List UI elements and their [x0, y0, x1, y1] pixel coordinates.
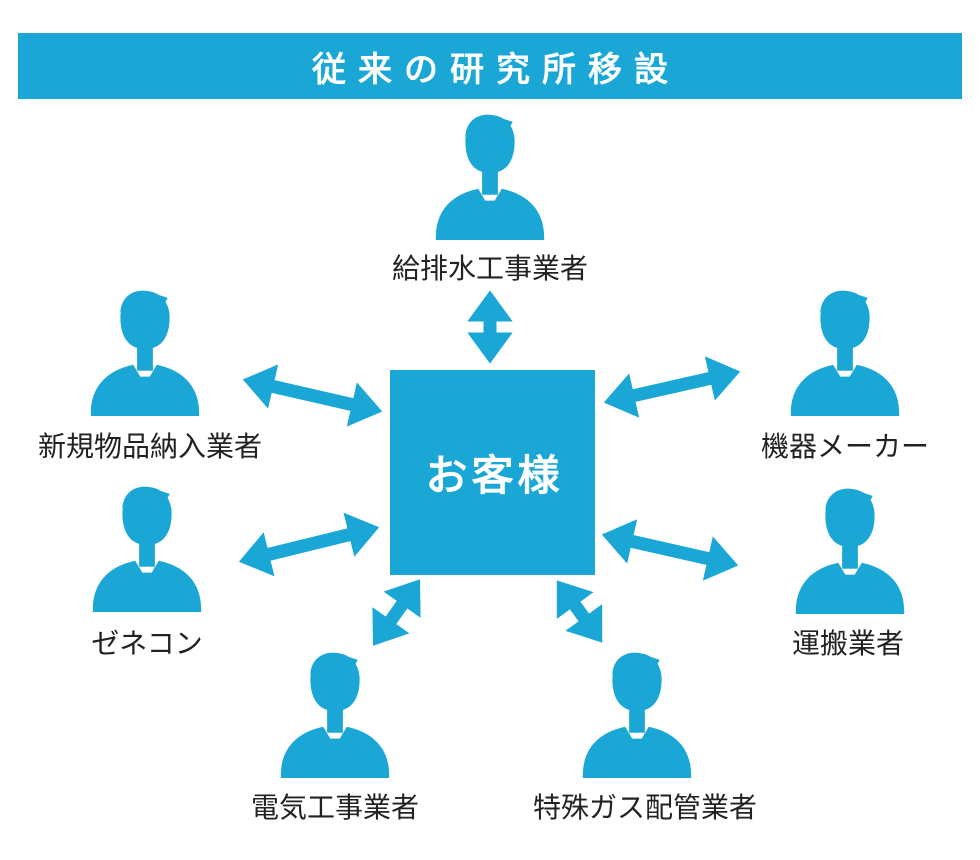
node-special-gas-piping-contractor [577, 650, 697, 778]
title-banner: 従来の研究所移設 [18, 33, 962, 99]
person-icon [87, 484, 207, 612]
arrow-lower-right [601, 519, 739, 581]
label-transport-company: 運搬業者 [791, 628, 905, 659]
person-icon [577, 650, 697, 778]
arrow-upper-left [242, 364, 383, 427]
node-plumbing-contractor [430, 112, 550, 240]
label-general-contractor: ゼネコン [91, 628, 203, 659]
arrow-upper-right [603, 356, 741, 418]
person-icon [785, 288, 905, 416]
label-electrical-contractor: 電気工事業者 [250, 792, 420, 823]
customer-box: お客様 [390, 370, 595, 575]
node-new-goods-supplier [85, 288, 205, 416]
label-plumbing-contractor: 給排水工事業者 [391, 253, 589, 284]
label-equipment-maker: 機器メーカー [760, 431, 930, 462]
arrow-bottom-left [372, 579, 421, 646]
label-new-goods-supplier: 新規物品納入業者 [37, 431, 263, 462]
node-general-contractor [87, 484, 207, 612]
arrow-lower-left [238, 512, 380, 577]
person-icon [85, 288, 205, 416]
person-icon [430, 112, 550, 240]
node-transport-company [790, 486, 910, 614]
customer-label: お客様 [425, 452, 564, 499]
node-electrical-contractor [275, 650, 395, 778]
label-special-gas-piping-contractor: 特殊ガス配管業者 [532, 792, 758, 823]
diagram-title: 従来の研究所移設 [312, 50, 680, 89]
node-equipment-maker [785, 288, 905, 416]
person-icon [275, 650, 395, 778]
arrow-bottom-right [556, 580, 603, 643]
person-icon [790, 486, 910, 614]
